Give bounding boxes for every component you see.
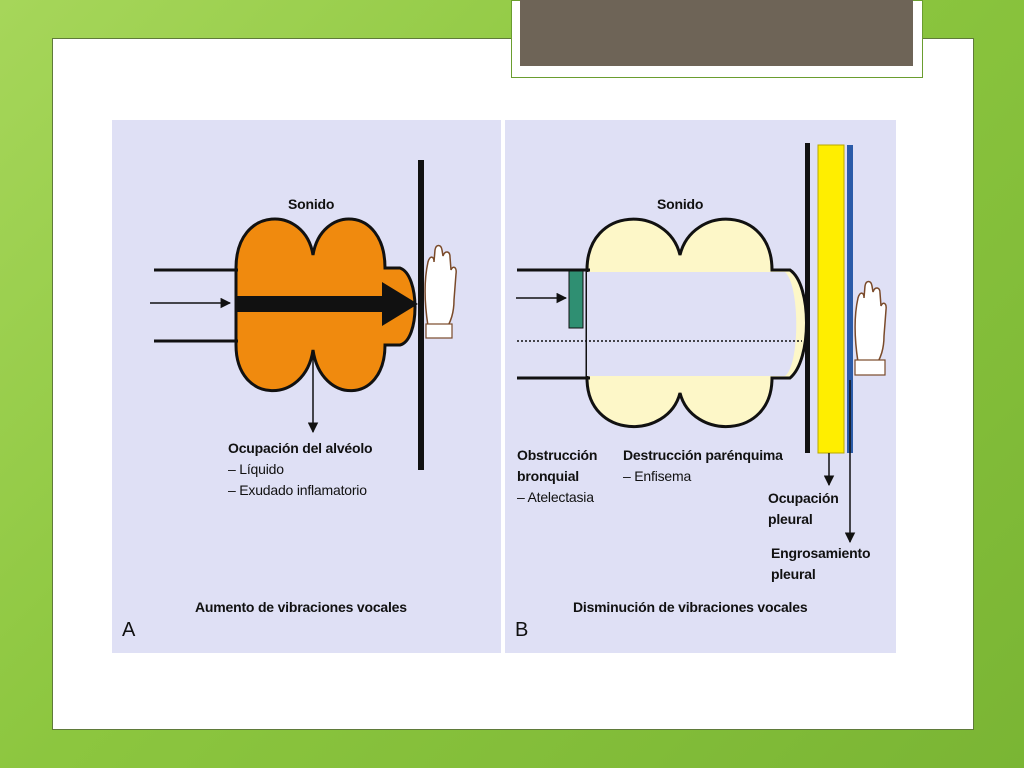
panel-a-drawing xyxy=(150,160,457,470)
sound-transmission-arrow xyxy=(236,282,418,326)
obstruction-title-line1: Obstrucción xyxy=(517,447,598,463)
sound-label-a: Sonido xyxy=(288,196,335,212)
panel-a xyxy=(112,120,501,653)
occupation-item-2: – Exudado inflamatorio xyxy=(228,482,367,498)
destruction-item: – Enfisema xyxy=(623,468,692,484)
alveolus-empty xyxy=(585,217,808,428)
panel-letter-a: A xyxy=(122,619,136,641)
hand-icon xyxy=(854,280,887,376)
occupation-title: Ocupación del alvéolo xyxy=(228,440,373,456)
chest-wall-b xyxy=(805,143,810,453)
pleural-thickening-line1: Engrosamiento xyxy=(771,545,871,561)
pleural-occupation-line2: pleural xyxy=(768,511,813,527)
occupation-item-1: – Líquido xyxy=(228,461,284,477)
sound-label-b: Sonido xyxy=(657,196,704,212)
obstruction-item: – Atelectasia xyxy=(517,489,594,505)
caption-b: Disminución de vibraciones vocales xyxy=(573,599,808,615)
obstruction-title-line2: bronquial xyxy=(517,468,579,484)
pleural-occupation-line1: Ocupación xyxy=(768,490,839,506)
panel-b-drawing xyxy=(516,143,887,544)
panel-letter-b: B xyxy=(515,619,529,641)
pleural-thickening-line2: pleural xyxy=(771,566,816,582)
chest-wall-a xyxy=(418,160,424,470)
bronchial-plug xyxy=(568,270,584,329)
destruction-title: Destrucción parénquima xyxy=(623,447,783,463)
caption-a: Aumento de vibraciones vocales xyxy=(195,599,407,615)
pleural-fluid xyxy=(817,144,845,454)
pleural-thickening xyxy=(847,145,853,453)
hand-icon xyxy=(424,244,457,339)
title-placeholder xyxy=(520,0,913,66)
